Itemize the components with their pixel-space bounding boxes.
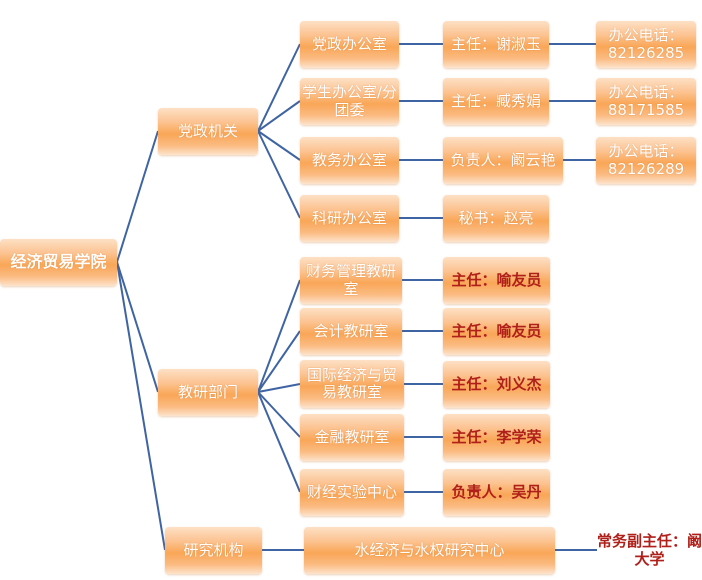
office-head: 主任：谢淑玉 [443, 21, 549, 68]
office-phone: 办公电话：82126285 [596, 21, 696, 68]
office-phone: 办公电话：88171585 [596, 78, 696, 125]
teaching-head: 主任：李学荣 [443, 414, 550, 461]
dept-teaching: 教研部门 [158, 369, 258, 416]
office-node: 学生办公室/分团委 [300, 78, 399, 125]
research-head: 常务副主任：阚大学 [597, 527, 702, 574]
dept-admin: 党政机关 [158, 108, 258, 155]
teaching-unit: 会计教研室 [300, 308, 402, 355]
dept-research: 研究机构 [165, 527, 262, 574]
office-node: 科研办公室 [300, 195, 399, 242]
teaching-unit: 国际经济与贸易教研室 [300, 360, 404, 408]
research-center: 水经济与水权研究中心 [304, 527, 555, 574]
teaching-head: 主任：喻友员 [443, 308, 550, 355]
office-node: 教务办公室 [300, 137, 399, 184]
root-node: 经济贸易学院 [0, 239, 117, 286]
office-node: 党政办公室 [300, 21, 399, 68]
office-head: 负责人：阚云艳 [443, 137, 563, 184]
teaching-head: 主任：刘义杰 [443, 361, 550, 408]
teaching-unit: 财务管理教研室 [300, 257, 402, 304]
office-head: 主任：臧秀娟 [443, 78, 549, 125]
teaching-head: 负责人：吴丹 [443, 469, 550, 516]
teaching-head: 主任：喻友员 [443, 257, 550, 304]
office-head: 秘书：赵亮 [443, 195, 549, 242]
teaching-unit: 财经实验中心 [300, 469, 404, 516]
teaching-unit: 金融教研室 [300, 414, 404, 461]
office-phone: 办公电话：82126289 [596, 137, 696, 184]
